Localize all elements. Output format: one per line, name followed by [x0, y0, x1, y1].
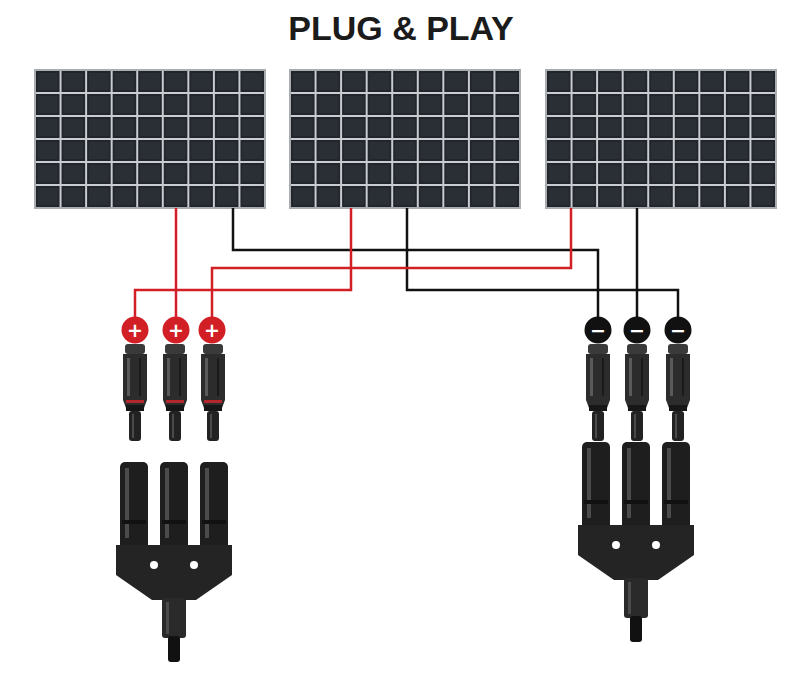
mc4-connector [163, 344, 187, 441]
solar-panel [35, 70, 265, 208]
positive-wire [135, 208, 351, 318]
polarity-sign: − [590, 321, 606, 340]
polarity-badge: − [664, 316, 692, 344]
mc4-connector [625, 344, 649, 441]
polarity-badge: + [121, 316, 149, 344]
panel-cells [35, 70, 265, 208]
badge-circle [624, 317, 651, 344]
connector-band [166, 400, 184, 403]
mc4-connector [586, 344, 610, 441]
title: PLUG & PLAY [0, 8, 802, 48]
panel-frame [290, 70, 520, 208]
panel-cells [546, 70, 776, 208]
badge-circle [665, 317, 692, 344]
panel-cells [290, 70, 520, 208]
polarity-badge: − [623, 316, 651, 344]
wires [135, 208, 678, 318]
solar-panel [290, 70, 520, 208]
mc4-connector [201, 344, 225, 441]
polarity-sign: + [127, 321, 143, 340]
mc4-connector [123, 344, 147, 441]
polarity-badge: + [162, 316, 190, 344]
negative-wire [636, 208, 639, 318]
positive-wire [212, 208, 571, 318]
positive-wire [175, 208, 178, 318]
polarity-sign: − [629, 321, 645, 340]
branch-connector [578, 442, 694, 642]
panel-frame [35, 70, 265, 208]
mc4-connector [666, 344, 690, 441]
polarity-badge: + [198, 316, 226, 344]
negative-wire [233, 208, 598, 318]
branch-connector [116, 462, 232, 662]
badge-circle [199, 317, 226, 344]
solar-panel [546, 70, 776, 208]
badge-circle [585, 317, 612, 344]
badge-circle [163, 317, 190, 344]
polarity-badge: − [584, 316, 612, 344]
connector-band [204, 400, 222, 403]
polarity-sign: + [168, 321, 184, 340]
negative-wire [407, 208, 678, 318]
polarity-sign: − [670, 321, 686, 340]
badge-circle [122, 317, 149, 344]
panel-frame [546, 70, 776, 208]
polarity-sign: + [204, 321, 220, 340]
connector-band [126, 400, 144, 403]
